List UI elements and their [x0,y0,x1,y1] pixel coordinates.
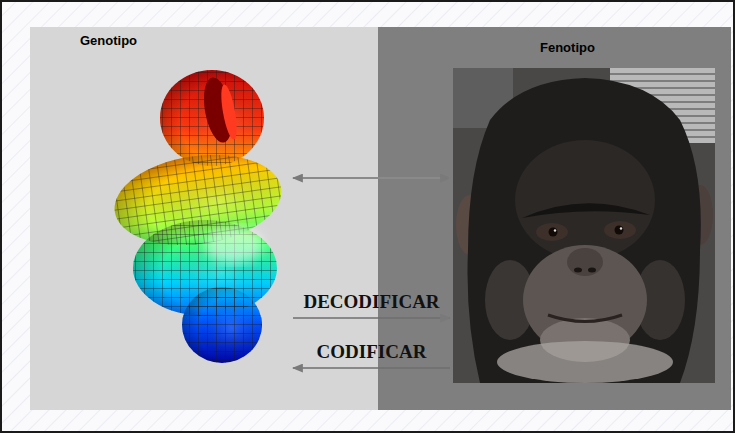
arrow-connector [293,177,450,179]
figure-area: Fenotipo [453,68,715,383]
surface-glare [204,227,264,263]
surface-shade [109,70,288,363]
surface-mesh [109,70,288,363]
ring-inner [218,83,240,140]
panel-heading: Fenotipo [540,40,595,56]
mouth [548,315,622,322]
brow [522,203,650,218]
surface-fill [109,70,288,363]
eye-glint [620,227,622,229]
eye [615,226,624,235]
eye [549,228,558,237]
figure-area: Genotipo [108,62,290,378]
phenotype-panel [378,27,731,410]
head [468,78,701,383]
beard [497,341,673,383]
photo-ground [453,68,715,383]
forehead [515,140,655,260]
arrow-connector [293,317,450,319]
panel-heading: Genotipo [80,33,137,49]
genotype-surface [109,70,288,363]
arrow-connector [293,367,450,369]
eye-glint [554,229,556,231]
nostril [574,268,582,273]
nose [567,248,603,276]
eye-socket [536,223,568,241]
eye-socket [604,221,636,239]
nostril [588,268,596,273]
chimpanzee-photo [453,68,715,383]
arrow-label: CODIFICAR [317,342,427,363]
arrow-label: DECODIFICAR [303,292,439,313]
